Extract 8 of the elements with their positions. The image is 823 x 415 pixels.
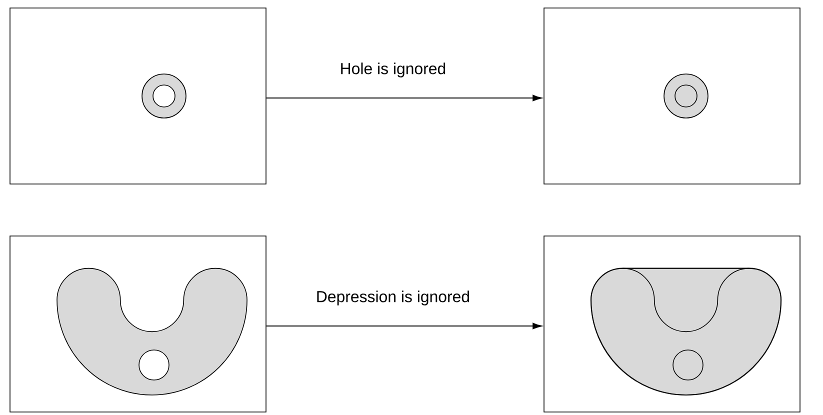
arrow [266, 94, 542, 102]
panel-box [10, 8, 266, 184]
edge-label: Depression is ignored [317, 290, 470, 306]
panel-box [544, 236, 800, 412]
edge-label: Hole is ignored [341, 62, 446, 78]
panel-box [10, 236, 266, 412]
arrow [266, 322, 542, 330]
panel-box [544, 8, 800, 184]
